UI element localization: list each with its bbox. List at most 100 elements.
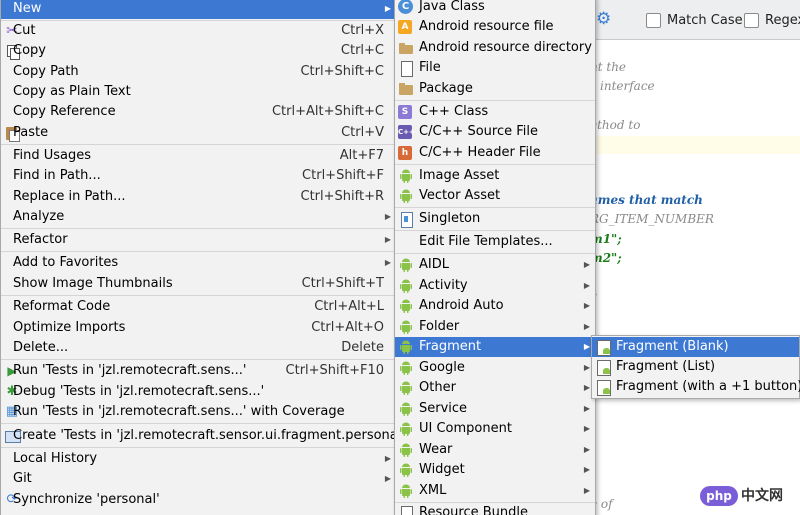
menu-item-ui-component[interactable]: UI Component ▶ [395,419,595,439]
menu-item-copy-path[interactable]: Copy Path Ctrl+Shift+C [1,62,396,82]
menu-item-label: UI Component [419,421,512,436]
menu-item-replace-in-path[interactable]: Replace in Path... Ctrl+Shift+R [1,187,396,207]
menu-item-label: Android Auto [419,298,504,313]
shortcut-label: Ctrl+Shift+F10 [285,363,384,378]
menu-item-widget[interactable]: Widget ▶ [395,460,595,480]
android-resource-file-icon: A [398,20,412,34]
menu-item-run-tests[interactable]: ▶ Run 'Tests in 'jzl.remotecraft.sens...… [1,361,396,381]
menu-item-git[interactable]: Git ▶ [1,469,396,489]
menu-item-optimize-imports[interactable]: Optimize Imports Ctrl+Alt+O [1,318,396,338]
menu-item-create-tests[interactable]: Create 'Tests in 'jzl.remotecraft.sensor… [1,426,421,446]
menu-item-label: Copy [13,43,46,58]
separator [1,20,396,21]
code-line: ames that match [590,193,703,207]
android-icon [398,360,414,376]
find-bar: ⚙ Match Case Regex [590,0,800,40]
menu-item-label: Android resource file [419,19,554,34]
code-line: interface [600,79,655,93]
menu-item-refactor[interactable]: Refactor ▶ [1,230,396,250]
menu-item-label: Debug 'Tests in 'jzl.remotecraft.sens...… [13,384,265,399]
menu-item-fragment-list[interactable]: Fragment (List) [592,357,799,377]
menu-item-cpp-source-file[interactable]: C++ C/C++ Source File [395,122,595,142]
menu-item-edit-file-templates[interactable]: Edit File Templates... [395,232,595,252]
menu-item-analyze[interactable]: Analyze ▶ [1,207,396,227]
menu-item-android-auto[interactable]: Android Auto ▶ [395,296,595,316]
debug-icon: ✱ [6,384,18,399]
menu-item-add-to-favorites[interactable]: Add to Favorites ▶ [1,253,396,273]
menu-item-label: Singleton [419,211,481,226]
separator [1,447,396,448]
menu-item-wear[interactable]: Wear ▶ [395,440,595,460]
menu-item-copy-plain-text[interactable]: Copy as Plain Text [1,82,396,102]
menu-item-vector-asset[interactable]: Vector Asset [395,186,595,206]
menu-item-folder[interactable]: Folder ▶ [395,317,595,337]
menu-item-fragment[interactable]: Fragment ▶ [395,337,595,357]
android-icon [398,421,414,437]
menu-item-label: Optimize Imports [13,320,126,335]
android-icon [398,462,414,478]
menu-item-package[interactable]: Package [395,79,595,99]
gear-icon[interactable]: ⚙ [596,9,612,29]
menu-item-local-history[interactable]: Local History ▶ [1,449,396,469]
menu-item-singleton[interactable]: Singleton [395,209,595,229]
menu-item-label: Local History [13,451,98,466]
android-icon [398,380,414,396]
menu-item-android-resource-directory[interactable]: Android resource directory [395,38,595,58]
menu-item-google[interactable]: Google ▶ [395,358,595,378]
menu-item-fragment-blank[interactable]: Fragment (Blank) [592,337,799,357]
chevron-right-icon: ▶ [384,258,391,267]
menu-item-file[interactable]: File [395,58,595,78]
menu-item-resource-bundle[interactable]: Resource Bundle [395,503,595,515]
menu-item-label: Resource Bundle [419,505,529,515]
regex-checkbox[interactable] [744,13,759,28]
menu-item-new[interactable]: New ▶ [1,0,396,19]
menu-item-label: Run 'Tests in 'jzl.remotecraft.sens...' [13,363,247,378]
menu-item-label: Android resource directory [419,40,592,55]
menu-item-cpp-header-file[interactable]: h C/C++ Header File [395,143,595,163]
menu-item-image-asset[interactable]: Image Asset [395,166,595,186]
menu-item-other[interactable]: Other ▶ [395,378,595,398]
fragment-icon [595,359,611,376]
menu-item-paste[interactable]: Paste Ctrl+V [1,123,396,143]
chevron-right-icon: ▶ [583,301,590,310]
menu-item-service[interactable]: Service ▶ [395,399,595,419]
menu-item-label: Refactor [13,232,68,247]
menu-item-label: Fragment (Blank) [616,339,729,354]
menu-item-label: Analyze [13,209,65,224]
shortcut-label: Ctrl+Shift+F [302,168,384,183]
separator [395,164,595,165]
menu-item-cpp-class[interactable]: S C++ Class [395,102,595,122]
menu-item-synchronize[interactable]: ⟳ Synchronize 'personal' [1,490,396,510]
coverage-icon: ▦ [5,404,19,419]
menu-item-fragment-plus-one[interactable]: Fragment (with a +1 button) [592,377,800,397]
menu-item-xml[interactable]: XML ▶ [395,481,595,501]
menu-item-aidl[interactable]: AIDL ▶ [395,255,595,275]
menu-item-show-thumbnails[interactable]: Show Image Thumbnails Ctrl+Shift+T [1,274,396,294]
android-icon [398,298,414,314]
menu-item-android-resource-file[interactable]: A Android resource file [395,17,595,37]
menu-item-java-class[interactable]: C Java Class [395,0,595,17]
menu-item-activity[interactable]: Activity ▶ [395,276,595,296]
menu-item-run-with-coverage[interactable]: ▦ Run 'Tests in 'jzl.remotecraft.sens...… [1,402,396,422]
menu-item-copy[interactable]: Copy Ctrl+C [1,41,396,61]
code-line: RG_ITEM_NUMBER [590,212,714,226]
android-icon [398,483,414,499]
menu-item-delete[interactable]: Delete... Delete [1,338,396,358]
menu-item-label: Folder [419,319,460,334]
java-class-icon: C [398,0,413,14]
shortcut-label: Alt+F7 [339,148,384,163]
menu-item-find-usages[interactable]: Find Usages Alt+F7 [1,146,396,166]
new-submenu: C Java Class A Android resource file And… [394,0,596,515]
fragment-icon [595,379,611,396]
menu-item-reformat-code[interactable]: Reformat Code Ctrl+Alt+L [1,297,396,317]
menu-item-find-in-path[interactable]: Find in Path... Ctrl+Shift+F [1,166,396,186]
watermark-text: 中文网 [741,488,783,504]
menu-item-label: Run 'Tests in 'jzl.remotecraft.sens...' … [13,404,345,419]
shortcut-label: Ctrl+Shift+R [300,189,385,204]
match-case-checkbox[interactable] [646,13,661,28]
menu-item-cut[interactable]: ✂ Cut Ctrl+X [1,21,396,41]
resource-bundle-icon [398,505,414,515]
separator [1,251,396,252]
menu-item-debug-tests[interactable]: ✱ Debug 'Tests in 'jzl.remotecraft.sens.… [1,382,396,402]
menu-item-copy-reference[interactable]: Copy Reference Ctrl+Alt+Shift+C [1,102,396,122]
